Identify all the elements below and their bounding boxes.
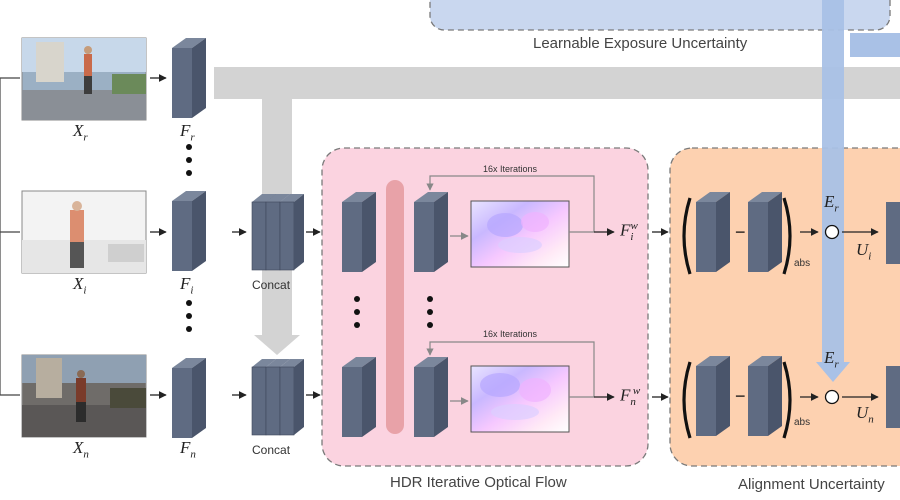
minus-sign-n: − [735,386,746,406]
output-block-i [886,202,900,264]
input-image-n [21,354,147,438]
exposure-var-label-i: Er [824,192,839,215]
feature-block-r [172,38,206,118]
ellipsis-dots-flow-left [354,296,360,328]
abs-paren-open-i [682,197,692,275]
feature-block-n [172,358,206,438]
exposure-band-vertical [822,0,844,362]
concat-label-i: Concat [252,278,291,292]
iteration-loop-n [426,341,595,398]
feature-label-i: Fi [180,274,194,297]
ellipsis-dots-flow-right [427,296,433,328]
abs-label-n: abs [794,417,811,428]
align-block-ref-n [696,356,730,436]
align-region-title: Alignment Uncertainty [738,476,885,493]
flow-map-n [470,365,570,433]
abs-label-i: abs [794,258,811,269]
input-label-n: Xn [73,438,89,461]
align-block-ref-i [696,192,730,272]
exposure-region-title: Learnable Exposure Uncertainty [533,35,748,52]
input-image-r [21,37,147,121]
concat-label-n: Concat [252,443,291,457]
flow-map-i [470,200,570,268]
warped-label-n: Fnw [620,385,641,409]
shared-context-bar [386,180,404,434]
flow-update-block-n [414,357,448,437]
minus-sign-i: − [735,222,746,242]
combine-node-n [824,389,840,405]
iterations-label-n: 16x Iterations [483,329,538,339]
exposure-band-horizontal [850,33,900,57]
align-block-warp-i [748,192,782,272]
input-image-i [21,190,147,274]
combine-node-i [824,224,840,240]
concat-stack-i [251,194,304,271]
exposure-band-arrowhead [816,362,850,382]
input-label-r: Xr [73,121,88,144]
abs-paren-close-n [782,361,792,439]
align-block-warp-n [748,356,782,436]
abs-paren-close-i [782,197,792,275]
feature-block-i [172,191,206,271]
feature-label-n: Fn [180,438,196,461]
uncertainty-label-i: Ui [856,240,872,263]
flow-update-block-i [414,192,448,272]
ellipsis-dots-features-top [186,144,192,176]
exposure-region [429,0,891,31]
flow-region-title: HDR Iterative Optical Flow [390,474,567,491]
abs-paren-open-n [682,361,692,439]
flow-encoder-block-n [342,357,376,437]
concat-stack-n [251,359,304,436]
ellipsis-dots-features-bottom [186,300,192,332]
iterations-label-i: 16x Iterations [483,164,538,174]
output-block-n [886,366,900,428]
feature-broadcast-band [214,67,900,99]
warped-label-i: Fiw [620,220,638,244]
iteration-loop-i [426,175,595,233]
input-label-i: Xi [73,274,87,297]
uncertainty-label-n: Un [856,403,874,426]
feature-label-r: Fr [180,121,195,144]
flow-encoder-block-i [342,192,376,272]
exposure-var-label-n: Er [824,348,839,371]
